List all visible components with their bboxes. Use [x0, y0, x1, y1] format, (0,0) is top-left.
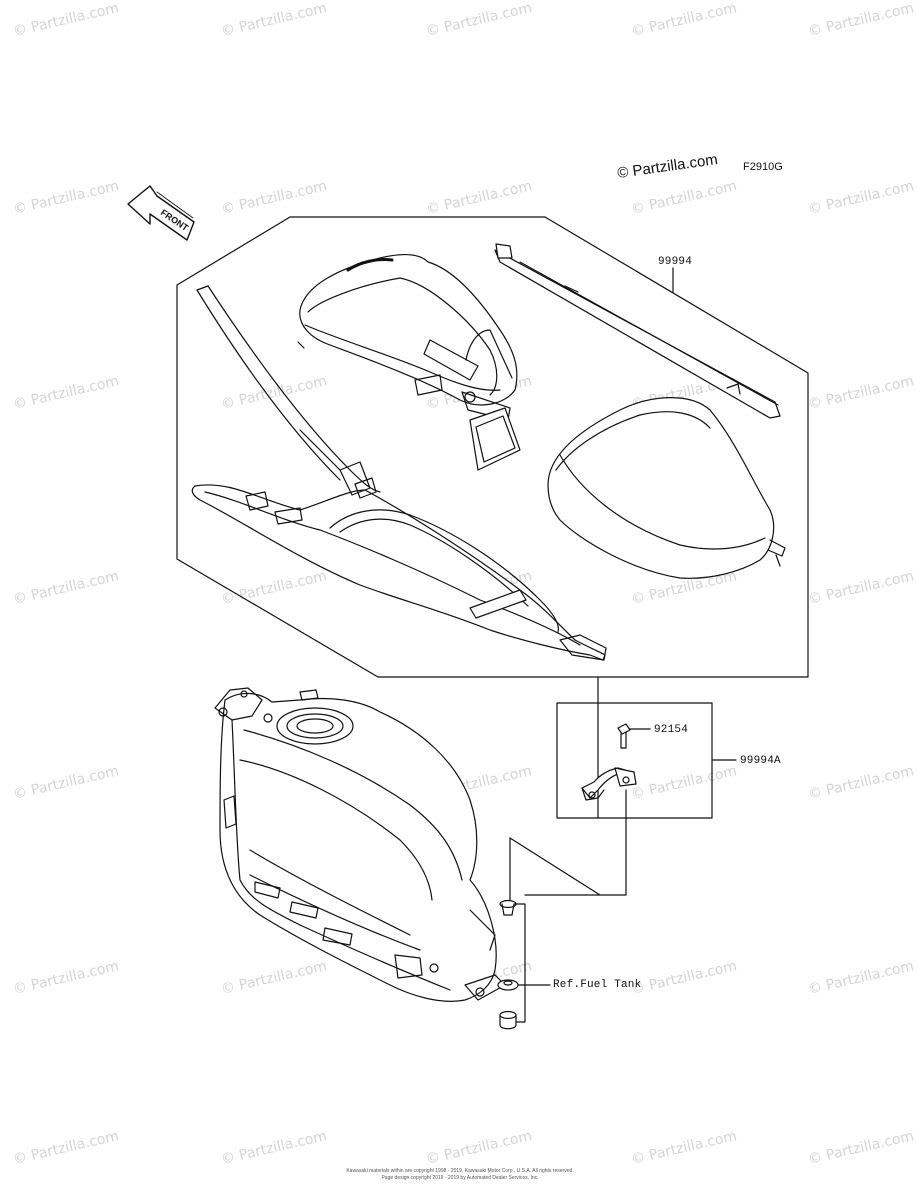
figure-code: F2910G: [743, 161, 783, 173]
grommet-top: [499, 899, 517, 916]
bracket-part: [581, 767, 637, 801]
bracket-frame: [556, 702, 713, 819]
harness-part: [191, 285, 607, 661]
grommet-bottom: [499, 1010, 517, 1030]
callout-ref-fuel-tank: Ref.Fuel Tank: [553, 979, 642, 991]
fuel-tank-part: [214, 687, 506, 1002]
strap-part: [494, 243, 781, 419]
kit-frame: [176, 216, 809, 678]
footer-line-1: Kawasaki materials within are copyright …: [346, 1168, 574, 1174]
grommet-mid: [497, 979, 519, 991]
front-arrow-icon: [127, 185, 195, 241]
footer-line-2: Page design copyright 2019 - 2019 by Aut…: [381, 1175, 539, 1181]
tank-bag-part: [297, 253, 521, 471]
seat-cover-part: [547, 397, 786, 579]
callout-92154: 92154: [654, 724, 689, 736]
leader-tank: [509, 789, 627, 901]
callout-99994a: 99994A: [740, 755, 781, 767]
callout-99994: 99994: [658, 256, 693, 268]
leader-ref-tank: [514, 903, 551, 1023]
bolt-part: [617, 723, 651, 749]
